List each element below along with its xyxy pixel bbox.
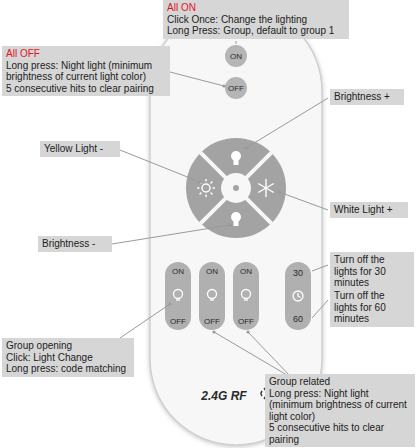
callout-box: All OFFLong press: Night light (minimum … <box>2 46 170 96</box>
button-text: OFF <box>228 84 244 93</box>
callout-heading: Brightness - <box>42 238 108 250</box>
callout-text: Long Press: Group, default to group 1 <box>167 25 345 37</box>
callout-text: Long press: Night light (minimum brightn… <box>269 388 411 423</box>
group-buttons <box>165 262 311 330</box>
callout-box: Yellow Light - <box>40 141 120 157</box>
callout-text: Long press: Night light (minimum brightn… <box>6 60 166 83</box>
button-text: 30 <box>293 268 303 278</box>
callout-text: Click Once: Change the lighting <box>167 14 345 26</box>
on-button <box>225 45 247 67</box>
callout-box: Turn off the lights for 60 minutes <box>330 288 414 327</box>
leader-dots <box>168 84 280 333</box>
button-text: ON <box>172 267 184 276</box>
button-text: ON <box>240 267 252 276</box>
direction-pad <box>186 138 286 238</box>
button-text: ON <box>230 52 242 61</box>
sun-icon <box>197 179 215 197</box>
callout-heading: Group opening <box>6 340 130 352</box>
callout-text: 5 consecutive hits to clear pairing <box>269 422 411 445</box>
bulb-icon <box>231 151 241 226</box>
callout-box: Turn off the lights for 30 minutes <box>330 252 414 291</box>
button-text: OFF <box>238 317 254 326</box>
callout-box: White Light + <box>330 202 408 218</box>
button-text: OFF <box>204 317 220 326</box>
button-text: 60 <box>293 314 303 324</box>
callout-text: Long press: code matching <box>6 363 130 375</box>
clock-icon <box>293 291 303 301</box>
brand-text: 2.4G RF <box>201 389 246 403</box>
callout-box: Brightness + <box>330 89 404 105</box>
callout-heading: Turn off the lights for 60 minutes <box>334 290 410 325</box>
button-text: ON <box>206 267 218 276</box>
callout-heading: Turn off the lights for 30 minutes <box>334 254 410 289</box>
callout-heading: All ON <box>167 2 345 14</box>
group-bulb-icons <box>174 290 251 301</box>
callout-heading: Yellow Light - <box>44 143 116 155</box>
button-text: OFF <box>170 317 186 326</box>
off-button <box>225 77 247 99</box>
callout-box: All ONClick Once: Change the lightingLon… <box>163 0 349 39</box>
callout-text: 5 consecutive hits to clear pairing <box>6 83 166 95</box>
callout-heading: White Light + <box>334 204 404 216</box>
callout-text: Click: Light Change <box>6 352 130 364</box>
callout-box: Brightness - <box>38 236 112 252</box>
callout-heading: Group related <box>269 376 411 388</box>
callout-box: Group relatedLong press: Night light (mi… <box>265 374 415 447</box>
callout-heading: All OFF <box>6 48 166 60</box>
snowflake-icon <box>258 179 274 197</box>
callout-heading: Brightness + <box>334 91 400 103</box>
callout-box: Group openingClick: Light ChangeLong pre… <box>2 338 134 377</box>
